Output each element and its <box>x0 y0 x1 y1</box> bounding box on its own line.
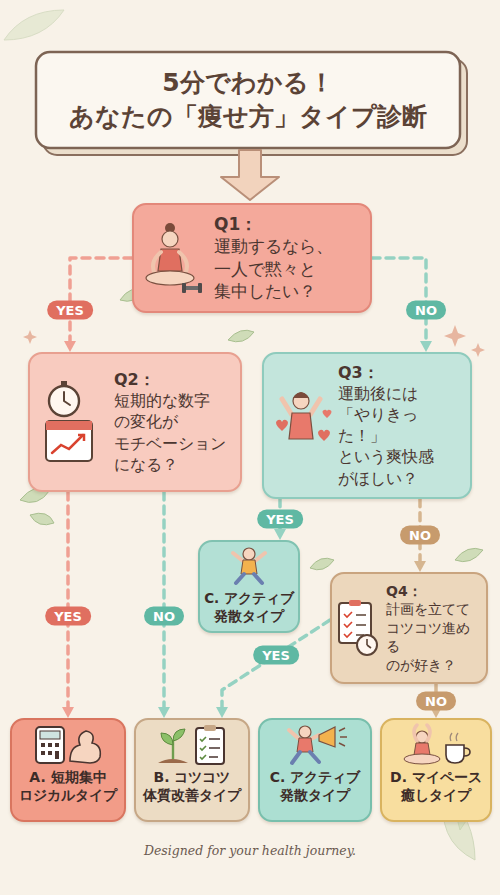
flow-connector <box>62 492 74 718</box>
arrow-head <box>420 341 432 352</box>
answer-pill: YES <box>47 300 93 319</box>
question-text: 運動するなら、 一人で黙々と 集中したい？ <box>214 235 362 302</box>
megaphone-figure-icon <box>275 723 355 767</box>
result-box: A. 短期集中 ロジカルタイプ <box>10 718 126 822</box>
cheering-icon <box>270 385 332 465</box>
arrow-head <box>62 707 74 718</box>
result-label: C. アクティブ 発散タイプ <box>264 768 366 804</box>
title-frame <box>36 52 467 155</box>
answer-pill: YES <box>253 646 299 665</box>
result-box: B. コツコツ 体質改善タイプ <box>134 718 250 822</box>
answer-pill: NO <box>144 607 184 626</box>
arrow-head <box>414 561 426 572</box>
yoga-cup-icon <box>396 723 476 767</box>
question-text: 運動後には 「やりきった！」 という爽快感 がほしい？ <box>338 383 462 489</box>
result-box: C. アクティブ 発散タイプ <box>198 540 300 633</box>
result-label: D. マイペース 癒しタイプ <box>386 768 486 804</box>
question-box: Q2：短期的な数字 の変化が モチベーション になる？ <box>28 352 242 492</box>
checklist-clock-icon <box>336 597 380 659</box>
answer-pill: YES <box>45 607 91 626</box>
question-number: Q1： <box>214 213 362 235</box>
answer-pill: YES <box>257 510 303 529</box>
result-label: A. 短期集中 ロジカルタイプ <box>16 768 120 804</box>
question-box: Q1：運動するなら、 一人で黙々と 集中したい？ <box>132 203 372 313</box>
question-number: Q2： <box>114 369 232 390</box>
question-number: Q3： <box>338 362 462 383</box>
result-box: D. マイペース 癒しタイプ <box>380 718 492 822</box>
arrow-head <box>158 707 170 718</box>
title-text: 5分でわかる！ あなたの「痩せ方」タイプ診断 <box>69 66 427 134</box>
stopwatch-calendar-icon <box>36 377 104 467</box>
title-box: 5分でわかる！ あなたの「痩せ方」タイプ診断 <box>36 52 460 148</box>
question-number: Q4： <box>386 582 478 600</box>
flow-connector <box>158 492 170 718</box>
answer-pill: NO <box>400 526 440 545</box>
result-box: C. アクティブ 発散タイプ <box>258 718 372 822</box>
connector-line <box>162 492 166 707</box>
jumping-figure-icon <box>227 545 271 587</box>
calculator-arm-icon <box>28 723 108 767</box>
result-label: B. コツコツ 体質改善タイプ <box>140 768 244 804</box>
meditation-icon <box>140 218 206 298</box>
caption-text: Designed for your health journey. <box>0 843 500 858</box>
sprout-clipboard-icon <box>152 723 232 767</box>
arrow-head <box>64 341 76 352</box>
answer-pill: NO <box>406 300 446 319</box>
question-box: Q4：計画を立てて コツコツ進める のが好き？ <box>330 572 488 684</box>
question-text: 計画を立てて コツコツ進める のが好き？ <box>386 600 478 674</box>
arrow-head <box>274 529 286 540</box>
answer-pill: NO <box>416 692 456 711</box>
question-box: Q3：運動後には 「やりきった！」 という爽快感 がほしい？ <box>262 352 472 499</box>
down-arrow <box>221 150 279 200</box>
arrow-head <box>216 707 228 718</box>
connector-line <box>66 492 70 707</box>
connector-line <box>222 620 330 707</box>
result-label: C. アクティブ 発散タイプ <box>204 590 294 625</box>
flow-connector <box>216 620 330 718</box>
question-text: 短期的な数字 の変化が モチベーション になる？ <box>114 390 232 474</box>
